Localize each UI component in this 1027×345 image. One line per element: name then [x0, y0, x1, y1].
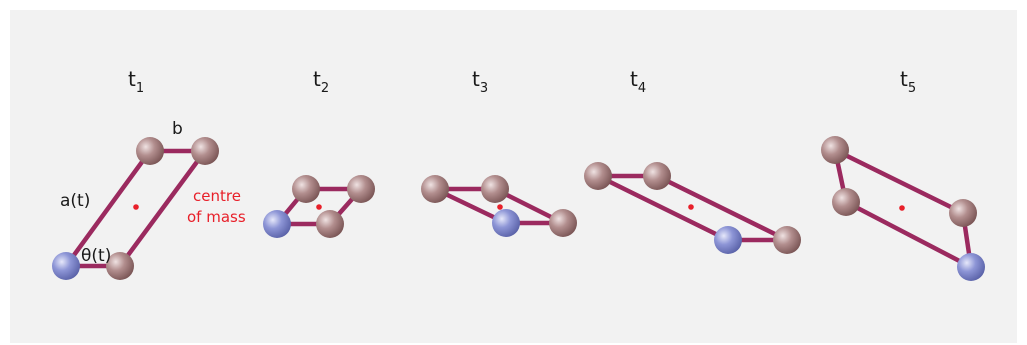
atom-t1-bottom-left	[52, 252, 80, 280]
atom-t1-top-right	[191, 137, 219, 165]
atom-t3-blue	[492, 209, 520, 237]
atom-t5-blue	[957, 253, 985, 281]
atom-t3-left	[421, 175, 449, 203]
atom-t3-right	[549, 209, 577, 237]
centre-of-mass-t2	[316, 204, 322, 210]
centre-of-mass-t3	[497, 204, 503, 210]
atom-t4-top-middle	[643, 162, 671, 190]
atom-t5-top	[821, 136, 849, 164]
diagram-background	[10, 10, 1017, 343]
centre-of-mass-t4	[688, 204, 694, 210]
label-centre-of-mass-line1: centre	[193, 187, 241, 205]
atom-t2-bottom-right	[316, 210, 344, 238]
label-angle: θ(t)	[81, 246, 111, 266]
atom-t2-top-right	[347, 175, 375, 203]
centre-of-mass-t5	[899, 205, 905, 211]
label-side-b: b	[172, 119, 183, 139]
atom-t2-bottom-left	[263, 210, 291, 238]
atom-t4-right	[773, 226, 801, 254]
label-centre-of-mass-line2: of mass	[187, 208, 246, 226]
atom-t5-right	[949, 199, 977, 227]
atom-t4-left	[584, 162, 612, 190]
atom-t3-top-middle	[481, 175, 509, 203]
atom-t2-top-left	[292, 175, 320, 203]
label-side-a: a(t)	[60, 191, 90, 211]
atom-t5-left	[832, 188, 860, 216]
atom-t4-blue	[714, 226, 742, 254]
centre-of-mass-t1	[133, 204, 139, 210]
atom-t1-top-left	[136, 137, 164, 165]
